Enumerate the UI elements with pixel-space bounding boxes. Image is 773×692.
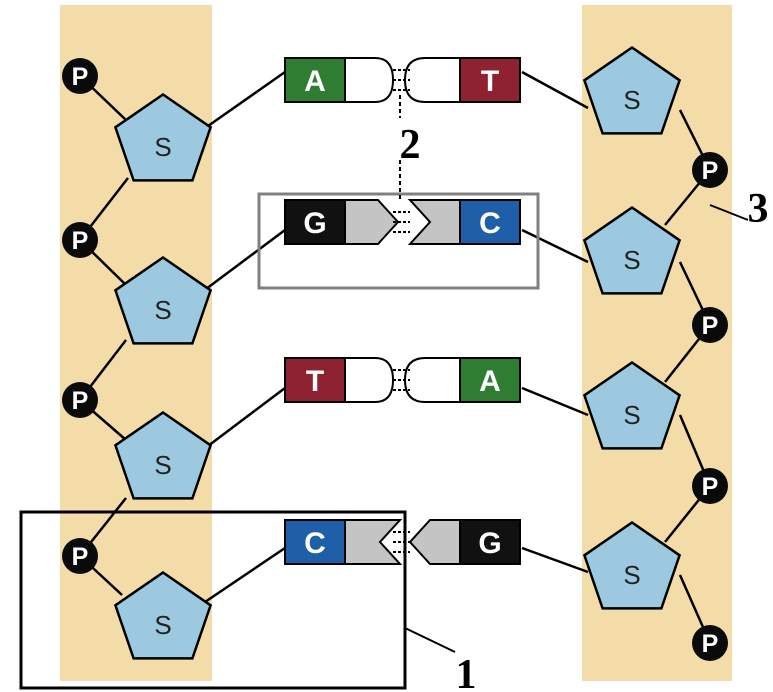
base-right-letter: T: [481, 65, 499, 98]
phosphate-circle: [62, 538, 98, 574]
sugar-label: S: [623, 560, 640, 590]
base-left-box: [284, 199, 346, 245]
sugar-pentagon: [113, 570, 213, 660]
base-left-body: [344, 57, 395, 103]
sugar-group: S S S S S S S S: [113, 45, 682, 660]
phosphate-label: P: [72, 543, 89, 571]
base-left-letter: T: [306, 365, 324, 398]
left-sugar-4: S: [113, 570, 213, 660]
left-sugar-3: S: [113, 410, 213, 500]
base-pair-highlight-box: [257, 192, 540, 290]
phosphate-label: P: [702, 630, 719, 658]
base-left-box: [284, 57, 346, 103]
sugar-label: S: [154, 610, 171, 640]
phosphate-group: P P P P P P P P: [62, 58, 728, 661]
phosphate-circle: [692, 468, 728, 504]
left-sugar-1: S: [113, 92, 213, 182]
left-sugar-2: S: [113, 255, 213, 345]
right-sugar-4: S: [582, 520, 682, 610]
sugar-pentagon: [113, 410, 213, 500]
label-3: 3: [748, 186, 769, 232]
base-right-box: [459, 357, 521, 403]
phosphate-circle: [692, 307, 728, 343]
right-sugar-3: S: [582, 360, 682, 450]
phosphate-circle: [692, 625, 728, 661]
phosphate-circle: [62, 382, 98, 418]
right-phosphate-2: P: [692, 307, 728, 343]
base-right-box: [459, 57, 521, 103]
phosphate-label: P: [72, 227, 89, 255]
sugar-label: S: [154, 132, 171, 162]
sugar-label: S: [623, 85, 640, 115]
label-1-pointer: [404, 627, 456, 653]
phosphate-label: P: [702, 473, 719, 501]
base-left-letter: G: [303, 207, 326, 240]
base-right-box: [459, 519, 521, 565]
right-phosphate-3: P: [692, 468, 728, 504]
base-left-body: [344, 357, 395, 403]
phosphate-circle: [62, 58, 98, 94]
sugar-pentagon: [113, 92, 213, 182]
base-right-body: [408, 519, 461, 565]
base-left-letter: A: [304, 65, 326, 98]
label-1: 1: [456, 652, 477, 692]
phosphate-label: P: [72, 63, 89, 91]
phosphate-circle: [62, 222, 98, 258]
phosphate-circle: [692, 152, 728, 188]
base-right-box: [459, 199, 521, 245]
left-phosphate-4: P: [62, 538, 98, 574]
sugar-label: S: [154, 295, 171, 325]
right-phosphate-4: P: [692, 625, 728, 661]
phosphate-label: P: [72, 387, 89, 415]
phosphate-label: P: [702, 312, 719, 340]
sugar-pentagon: [582, 520, 682, 610]
phosphate-label: P: [702, 157, 719, 185]
left-phosphate-2: P: [62, 222, 98, 258]
nucleotide-highlight-box: [19, 510, 407, 690]
sugar-pentagon: [582, 45, 682, 135]
sugar-label: S: [154, 450, 171, 480]
base-left-body: [344, 519, 403, 565]
base-right-letter: C: [479, 207, 501, 240]
left-phosphate-1: P: [62, 58, 98, 94]
sugar-pentagon: [113, 255, 213, 345]
right-phosphate-1: P: [692, 152, 728, 188]
base-right-letter: A: [479, 365, 501, 398]
base-right-body: [403, 357, 461, 403]
right-sugar-1: S: [582, 45, 682, 135]
base-left-box: [284, 519, 346, 565]
right-sugar-2: S: [582, 205, 682, 295]
base-right-body: [403, 57, 461, 103]
sugar-label: S: [623, 400, 640, 430]
base-right-letter: G: [478, 527, 501, 560]
sugar-pentagon: [582, 360, 682, 450]
sugar-pentagon: [582, 205, 682, 295]
base-left-body: [344, 199, 400, 245]
base-left-letter: C: [304, 527, 326, 560]
left-phosphate-3: P: [62, 382, 98, 418]
sugar-label: S: [623, 245, 640, 275]
base-left-box: [284, 357, 346, 403]
label-2: 2: [400, 122, 421, 168]
label-3-pointer: [709, 204, 749, 221]
